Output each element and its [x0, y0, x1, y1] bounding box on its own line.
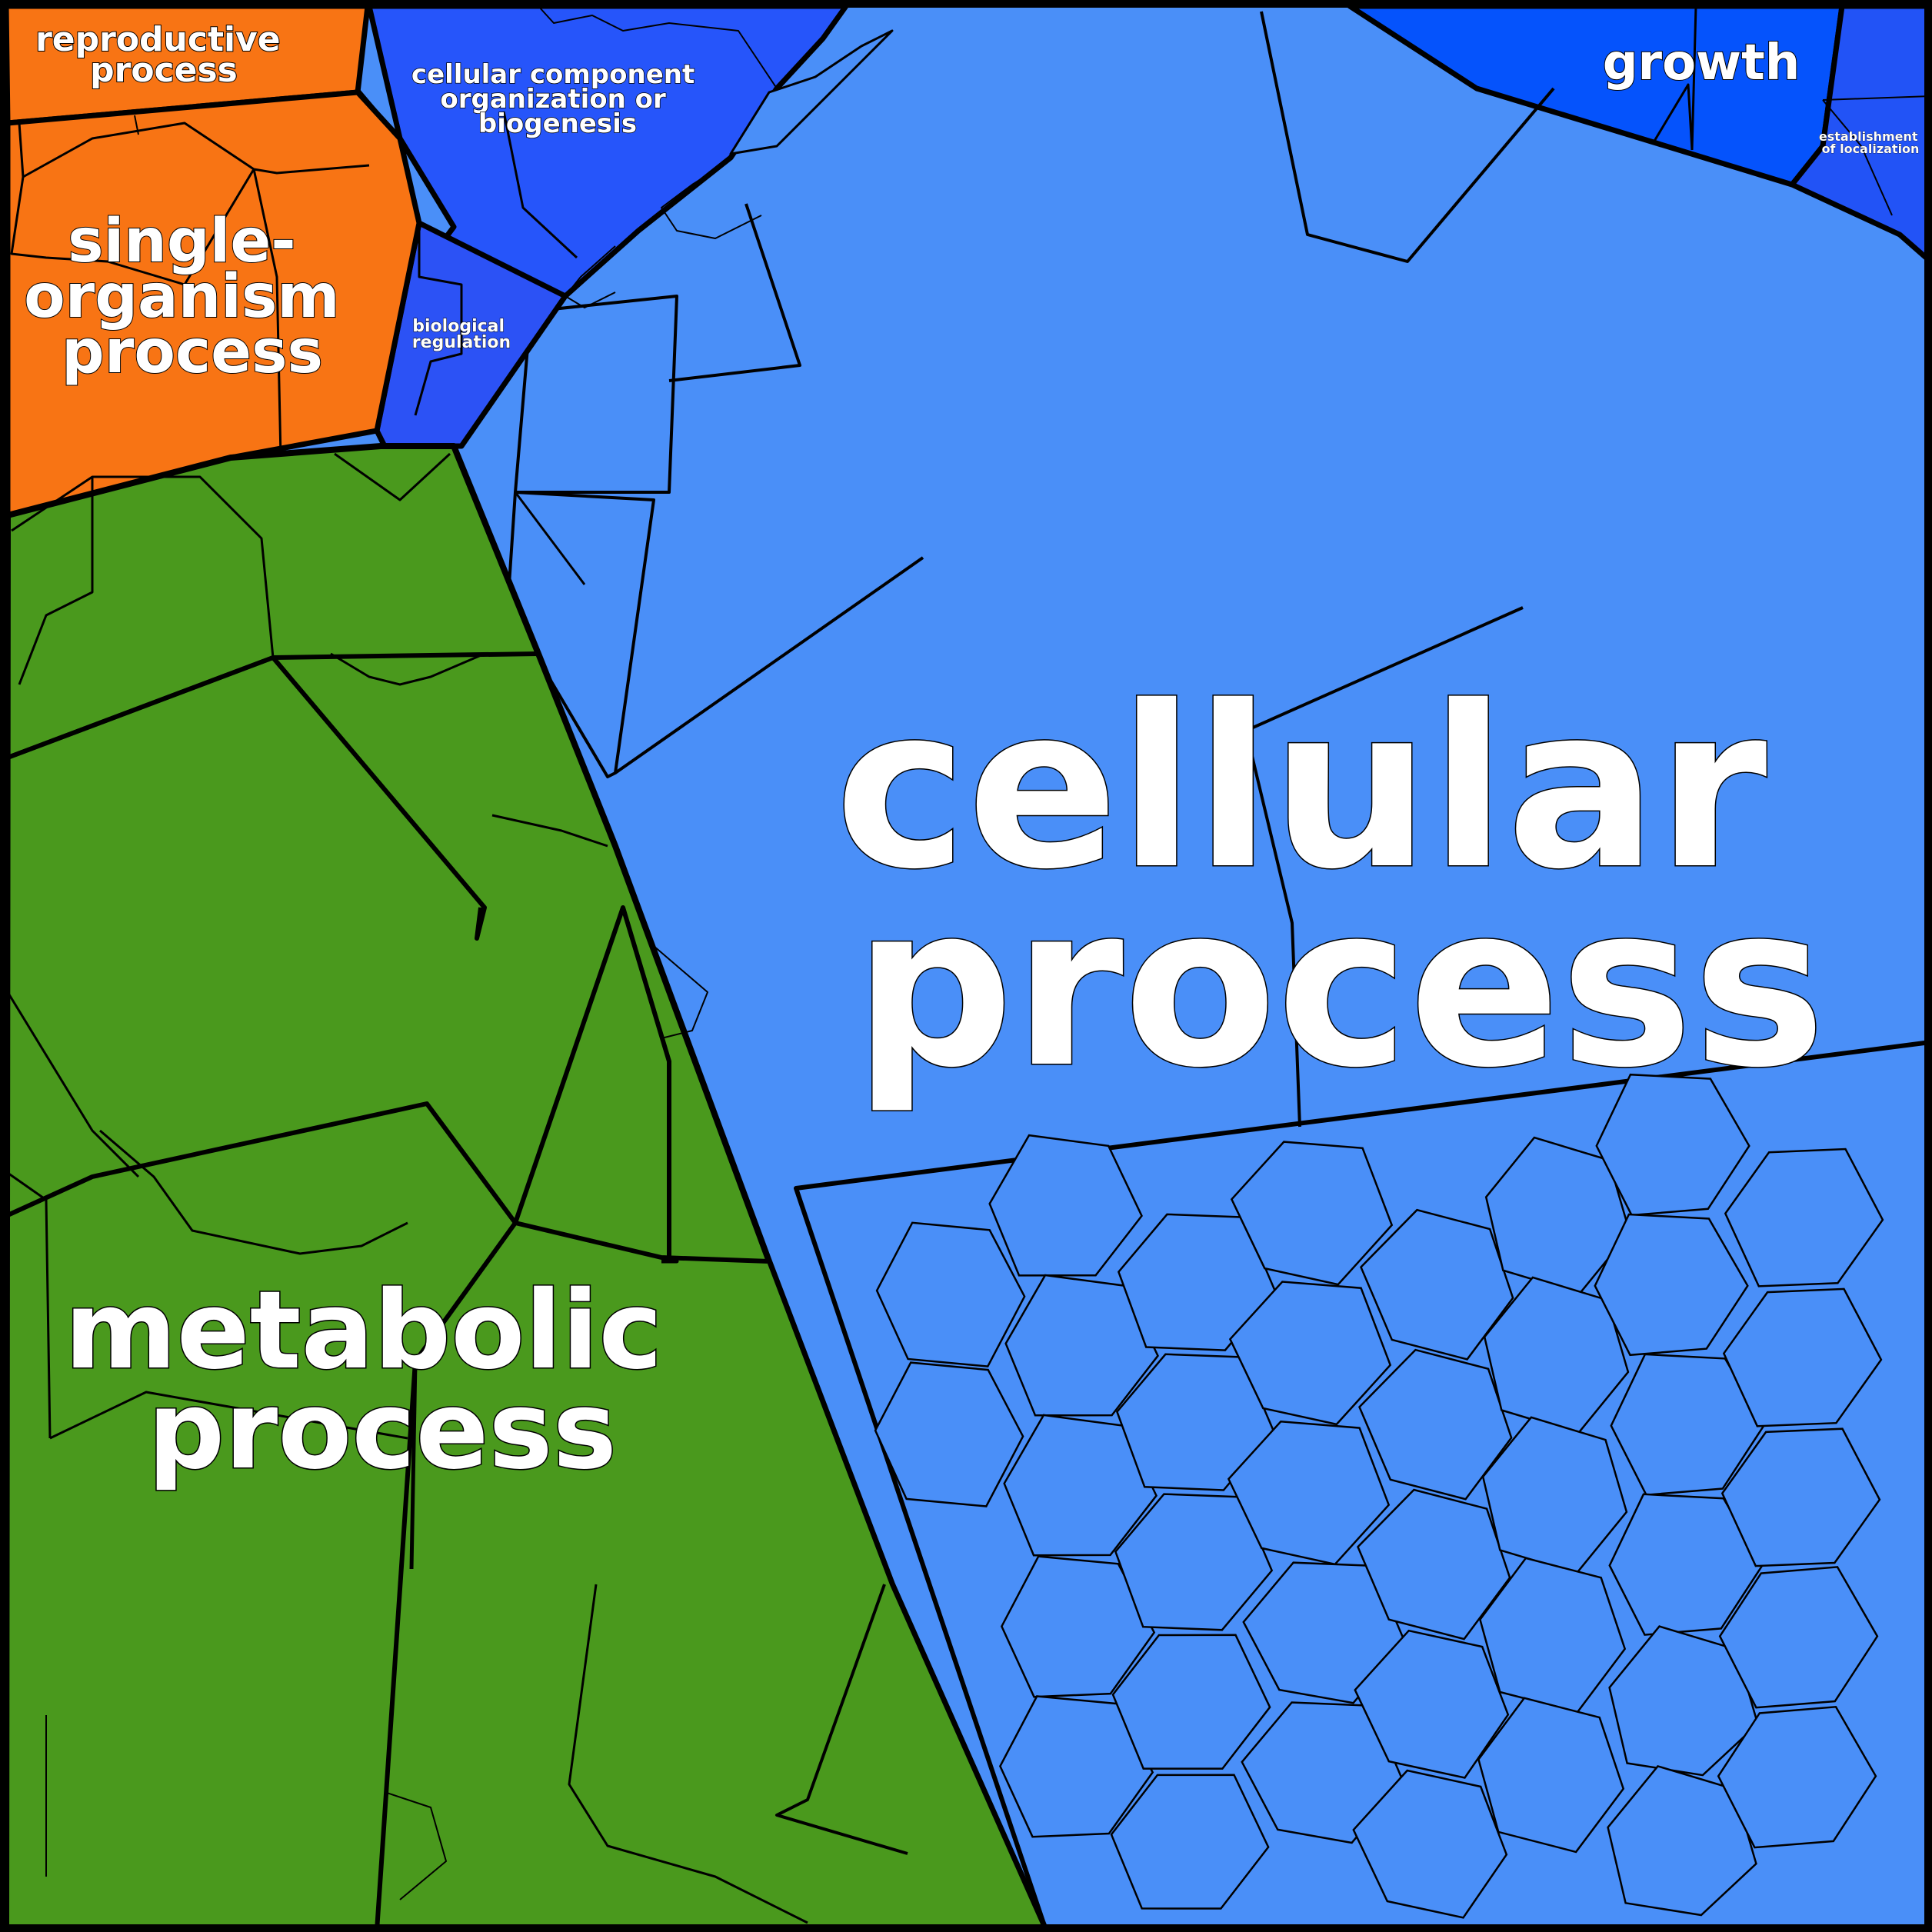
cell-cellular-process-small [1722, 1287, 1883, 1427]
metabolic-edge-9 [6, 991, 140, 1178]
metabolic-edge-14 [775, 1584, 908, 1855]
establishment-inner-edges-2 [1822, 99, 1893, 216]
single-org-inner-3 [252, 168, 282, 458]
cell-cellular-process-small [1360, 1208, 1514, 1361]
metabolic-edge-6 [491, 814, 608, 848]
metabolic-small-2 [384, 1791, 447, 1900]
cell-cellular-process-small [1608, 1493, 1764, 1636]
metabolic-edge-13 [568, 1584, 808, 1924]
label-establishment-of-localization: establishment of localization [1819, 129, 1922, 156]
metabolic-edge-5 [330, 652, 485, 686]
metabolic-edge-15 [49, 1391, 408, 1440]
cellular-edge-2 [1260, 11, 1555, 263]
cell-cellular-process-small [1228, 1281, 1392, 1426]
ccomp-inner-3 [538, 5, 778, 89]
cellular-edge-4 [1244, 606, 1524, 1128]
cell-blue-misc-1[interactable] [729, 29, 894, 155]
label-metabolic-process: metabolic process [65, 1268, 700, 1494]
cellular-edge-1 [668, 203, 801, 382]
cell-cellular-process-small [1111, 1634, 1271, 1770]
label-biological-regulation: biological regulation [412, 317, 511, 352]
cell-cellular-process-small [1724, 1148, 1884, 1287]
cell-cellular-process-small [1110, 1774, 1270, 1910]
cell-cellular-process-small [1230, 1141, 1394, 1286]
single-org-inner-4 [134, 115, 139, 135]
metabolic-edge-4 [334, 452, 451, 501]
region-cellular-component-organization[interactable] [366, 3, 849, 307]
cell-cellular-process-small [1001, 1555, 1156, 1698]
label-cellular-process: cellular process [835, 659, 1845, 1117]
metabolic-edge-7 [6, 655, 487, 941]
cell-cellular-process-small [1354, 1629, 1510, 1779]
label-reproductive-process: reproductive process [35, 20, 292, 90]
single-org-inner-2 [10, 168, 255, 286]
metabolic-edge-16 [7, 1171, 52, 1439]
cell-cellular-process-small [874, 1361, 1024, 1507]
metabolic-edge-2 [11, 475, 275, 658]
ccomp-inner-2 [502, 111, 578, 259]
metabolic-edge-3 [18, 477, 94, 685]
metabolic-edge-17 [99, 1129, 408, 1255]
cell-cellular-process-small [1358, 1348, 1513, 1501]
metabolic-small-1 [653, 945, 708, 1039]
cell-cellular-process-small [1357, 1488, 1511, 1641]
blue-misc-edges [661, 165, 762, 239]
bioreg-inner [414, 223, 463, 416]
cellular-strip-edges [514, 491, 586, 585]
metabolic-edge-8 [6, 1101, 518, 1224]
label-growth: growth [1603, 35, 1800, 92]
cell-cellular-process-small [1718, 1566, 1879, 1709]
cell-cellular-process-small [1477, 1697, 1625, 1854]
label-single-organism-process: single- organism process [24, 207, 361, 387]
establishment-inner-edges [1822, 95, 1931, 101]
cell-cellular-process-small [1720, 1427, 1881, 1567]
growth-inner-edges-2 [1652, 83, 1694, 151]
cellular-process-lower-cells [874, 1073, 1884, 1919]
cell-cellular-process-small [1610, 1353, 1765, 1497]
cell-cellular-process-small [1595, 1073, 1750, 1217]
label-cellular-component-organization: cellular component organization or bioge… [411, 59, 704, 139]
cell-blue-strip-1[interactable] [514, 295, 678, 494]
cell-cellular-process-small [1717, 1705, 1877, 1849]
growth-inner-edges [1690, 5, 1697, 151]
metabolic-edge-12 [409, 1361, 418, 1570]
blue-misc-edges-2 [565, 245, 616, 308]
cell-cellular-process-small [1594, 1213, 1749, 1357]
cell-cellular-process-small [875, 1221, 1026, 1367]
cell-cellular-process-small [988, 1134, 1143, 1277]
cell-cellular-process-small [1352, 1769, 1508, 1919]
metabolic-edge-10 [513, 905, 671, 1261]
cellular-edge-3 [614, 556, 924, 774]
